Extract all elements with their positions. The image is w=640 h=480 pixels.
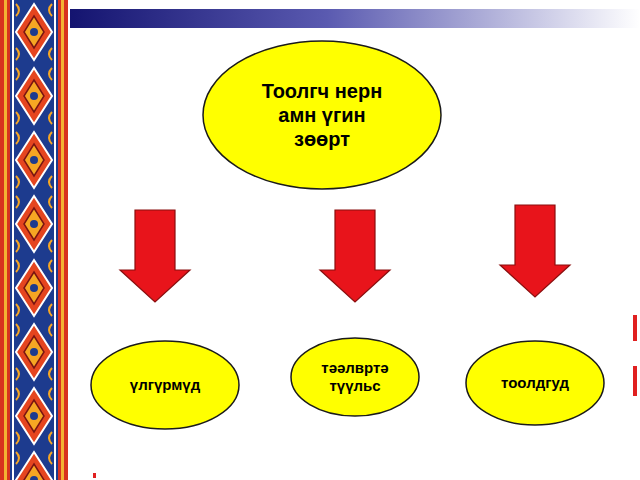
block-arrow: [500, 205, 570, 297]
corner-mark: [93, 473, 96, 478]
ellipse-shape: [291, 338, 419, 416]
text-group: тәәлвртә түүльс: [315, 359, 395, 395]
ellipse-shape: [91, 341, 239, 429]
ellipse-node: тоолдгуд: [465, 340, 605, 426]
text-group: Тоолгч нерн амн үгин зөөрт: [252, 79, 392, 151]
text-group: тоолдгуд: [480, 374, 590, 392]
node-label: Тоолгч нерн амн үгин зөөрт: [252, 79, 392, 151]
ellipse-shape: [203, 41, 441, 189]
node-label: тоолдгуд: [480, 374, 590, 392]
ellipse-shape: [466, 341, 604, 425]
node-label: тәәлвртә түүльс: [315, 359, 395, 395]
edge-mark: [633, 315, 637, 341]
node-label: үлгүрмүд: [105, 376, 225, 394]
ellipse-node: үлгүрмүд: [90, 340, 240, 430]
text-group: үлгүрмүд: [105, 376, 225, 394]
block-arrow: [120, 210, 190, 302]
ellipse-node: Тоолгч нерн амн үгин зөөрт: [202, 40, 442, 190]
ellipse-node: тәәлвртә түүльс: [290, 337, 420, 417]
edge-mark: [633, 366, 637, 396]
block-arrow: [320, 210, 390, 302]
top-bar: [70, 9, 640, 28]
ornament-band: [0, 0, 68, 480]
